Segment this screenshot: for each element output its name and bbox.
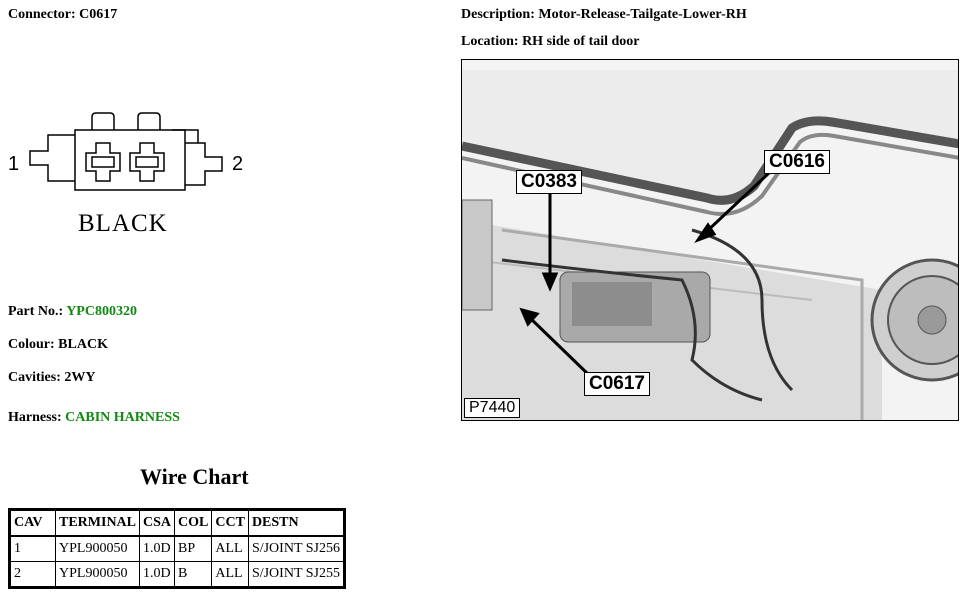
wire-chart-table: CAV TERMINAL CSA COL CCT DESTN 1 YPL9000… [8, 508, 346, 589]
description-label: Description: [461, 7, 535, 22]
cell-cct: ALL [211, 535, 249, 562]
table-row: 2 YPL900050 1.0D B ALL S/JOINT SJ255 [9, 561, 345, 588]
callout-c0616: C0616 [764, 150, 830, 174]
location-photo: C0616 C0383 C0617 P7440 [461, 59, 959, 421]
connector-value: C0617 [79, 7, 118, 22]
col-terminal: TERMINAL [54, 509, 141, 537]
description-line: Description: Motor-Release-Tailgate-Lowe… [461, 7, 747, 23]
connector-colour-caption: BLACK [78, 210, 168, 237]
cavities-line: Cavities: 2WY [8, 370, 96, 386]
harness-link[interactable]: CABIN HARNESS [65, 410, 180, 425]
cell-cav: 1 [9, 535, 56, 562]
col-cav: CAV [9, 509, 56, 537]
col-col: COL [174, 509, 213, 537]
cell-col: B [174, 561, 213, 588]
col-destn: DESTN [247, 509, 345, 537]
colour-label: Colour: [8, 337, 55, 352]
cell-terminal: YPL900050 [54, 535, 141, 562]
table-row: 1 YPL900050 1.0D BP ALL S/JOINT SJ256 [9, 535, 345, 562]
callout-c0383: C0383 [516, 170, 582, 194]
connector-face-diagram: 1 2 [8, 112, 243, 191]
harness-line: Harness: CABIN HARNESS [8, 410, 180, 426]
cell-csa: 1.0D [139, 561, 176, 588]
part-no-label: Part No.: [8, 304, 64, 319]
cell-terminal: YPL900050 [54, 561, 141, 588]
connector-label: Connector: [8, 7, 76, 22]
tail-door-illustration [462, 60, 958, 420]
cell-cct: ALL [211, 561, 249, 588]
col-cct: CCT [211, 509, 249, 537]
colour-line: Colour: BLACK [8, 337, 108, 353]
location-value: RH side of tail door [522, 34, 640, 49]
colour-value: BLACK [58, 337, 108, 352]
callout-c0617: C0617 [584, 372, 650, 396]
description-value: Motor-Release-Tailgate-Lower-RH [538, 7, 747, 22]
part-no-link[interactable]: YPC800320 [66, 304, 137, 319]
pin-1-label: 1 [8, 153, 19, 175]
cell-destn: S/JOINT SJ256 [247, 535, 345, 562]
connector-line: Connector: C0617 [8, 7, 117, 23]
pin-2-label: 2 [232, 153, 243, 175]
location-label: Location: [461, 34, 519, 49]
wire-chart-title: Wire Chart [140, 464, 249, 489]
cavities-label: Cavities: [8, 370, 61, 385]
harness-label: Harness: [8, 410, 62, 425]
cell-csa: 1.0D [139, 535, 176, 562]
cavities-value: 2WY [64, 370, 96, 385]
table-header-row: CAV TERMINAL CSA COL CCT DESTN [9, 509, 345, 537]
location-line: Location: RH side of tail door [461, 34, 640, 50]
part-no-line: Part No.: YPC800320 [8, 304, 137, 320]
col-csa: CSA [139, 509, 176, 537]
photo-id-label: P7440 [464, 398, 521, 418]
cell-destn: S/JOINT SJ255 [247, 561, 345, 588]
cell-cav: 2 [9, 561, 56, 588]
cell-col: BP [174, 535, 213, 562]
